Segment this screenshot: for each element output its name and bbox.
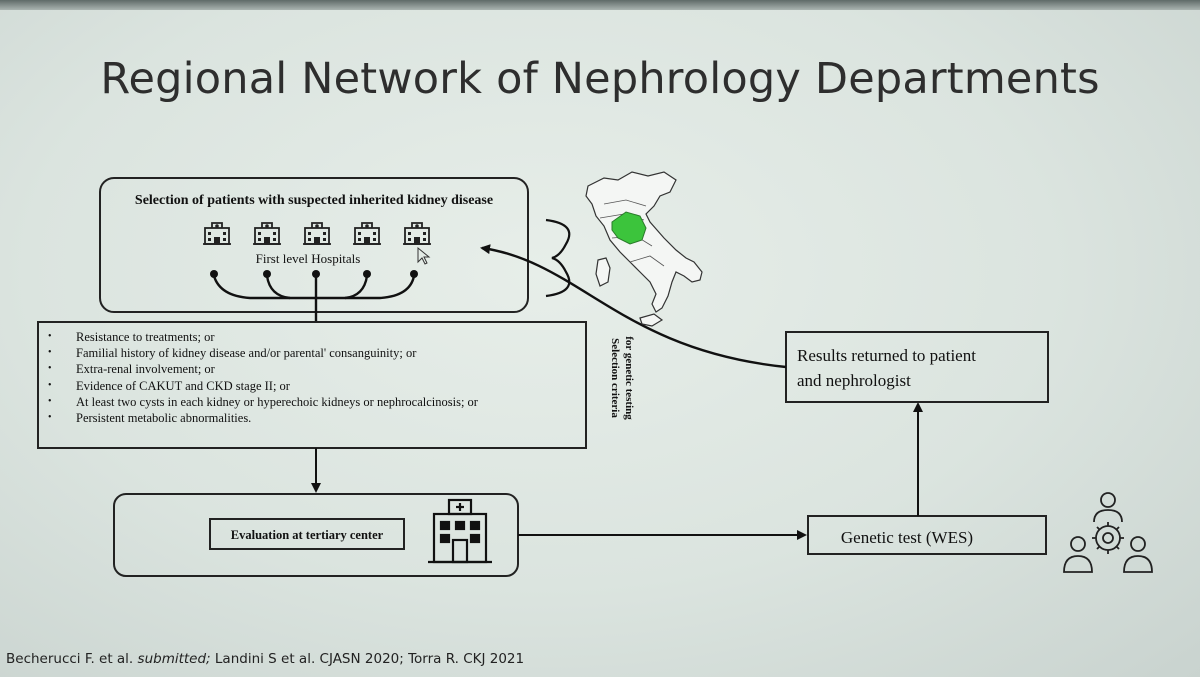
selection-box [99, 177, 529, 313]
results-line-2: and nephrologist [797, 371, 911, 390]
criteria-item: At least two cysts in each kidney or hyp… [44, 394, 584, 410]
hospital-icon [402, 222, 432, 245]
tertiary-label: Evaluation at tertiary center [231, 528, 384, 542]
results-box [785, 331, 1049, 403]
genetic-test-label: Genetic test (WES) [841, 528, 973, 547]
hospital-icon [302, 222, 332, 245]
hospital-icon [202, 222, 232, 245]
selection-heading: Selection of patients with suspected inh… [135, 193, 493, 208]
results-line-1: Results returned to patient [797, 346, 976, 365]
citation: Becherucci F. et al. submitted; Landini … [6, 651, 524, 667]
italy-map [585, 171, 703, 327]
connector-dots [210, 270, 418, 278]
sardinia-shape [595, 257, 611, 287]
criteria-side-label: Selection criteria for genetic testing [609, 336, 635, 420]
criteria-item: Persistent metabolic abnormalities. [44, 410, 584, 426]
tuscany-region [611, 211, 647, 245]
criteria-list: Resistance to treatments; or Familial hi… [44, 329, 584, 426]
criteria-side-label-1: Selection criteria [609, 338, 621, 418]
criteria-item: Resistance to treatments; or [44, 329, 584, 345]
criteria-item: Extra-renal involvement; or [44, 361, 584, 377]
slide-title: Regional Network of Nephrology Departmen… [100, 54, 1100, 104]
arrow-results-to-hospitals [480, 244, 787, 369]
criteria-item: Evidence of CAKUT and CKD stage II; or [44, 378, 584, 394]
hospital-icon [352, 222, 382, 245]
cursor-icon [417, 246, 431, 265]
tertiary-hospital-icon [428, 498, 492, 564]
hospital-icons [202, 222, 432, 245]
tertiary-label-box [209, 518, 405, 550]
sicily-shape [639, 313, 664, 327]
citation-part-1: Becherucci F. et al. [6, 651, 138, 667]
hospitals-label: First level Hospitals [256, 251, 361, 266]
citation-part-3: Landini S et al. CJASN 2020; Torra R. CK… [210, 651, 525, 667]
team-gear-icon [1063, 492, 1153, 573]
genetic-test-box [807, 515, 1047, 555]
hospital-connectors [212, 275, 416, 322]
slide-top-edge [0, 0, 1200, 10]
hospital-icon [252, 222, 282, 245]
criteria-item: Familial history of kidney disease and/o… [44, 345, 584, 361]
criteria-box [37, 321, 587, 449]
criteria-side-label-2: for genetic testing [623, 336, 635, 420]
citation-part-2: submitted; [137, 651, 211, 667]
brace-symbol [545, 218, 571, 298]
